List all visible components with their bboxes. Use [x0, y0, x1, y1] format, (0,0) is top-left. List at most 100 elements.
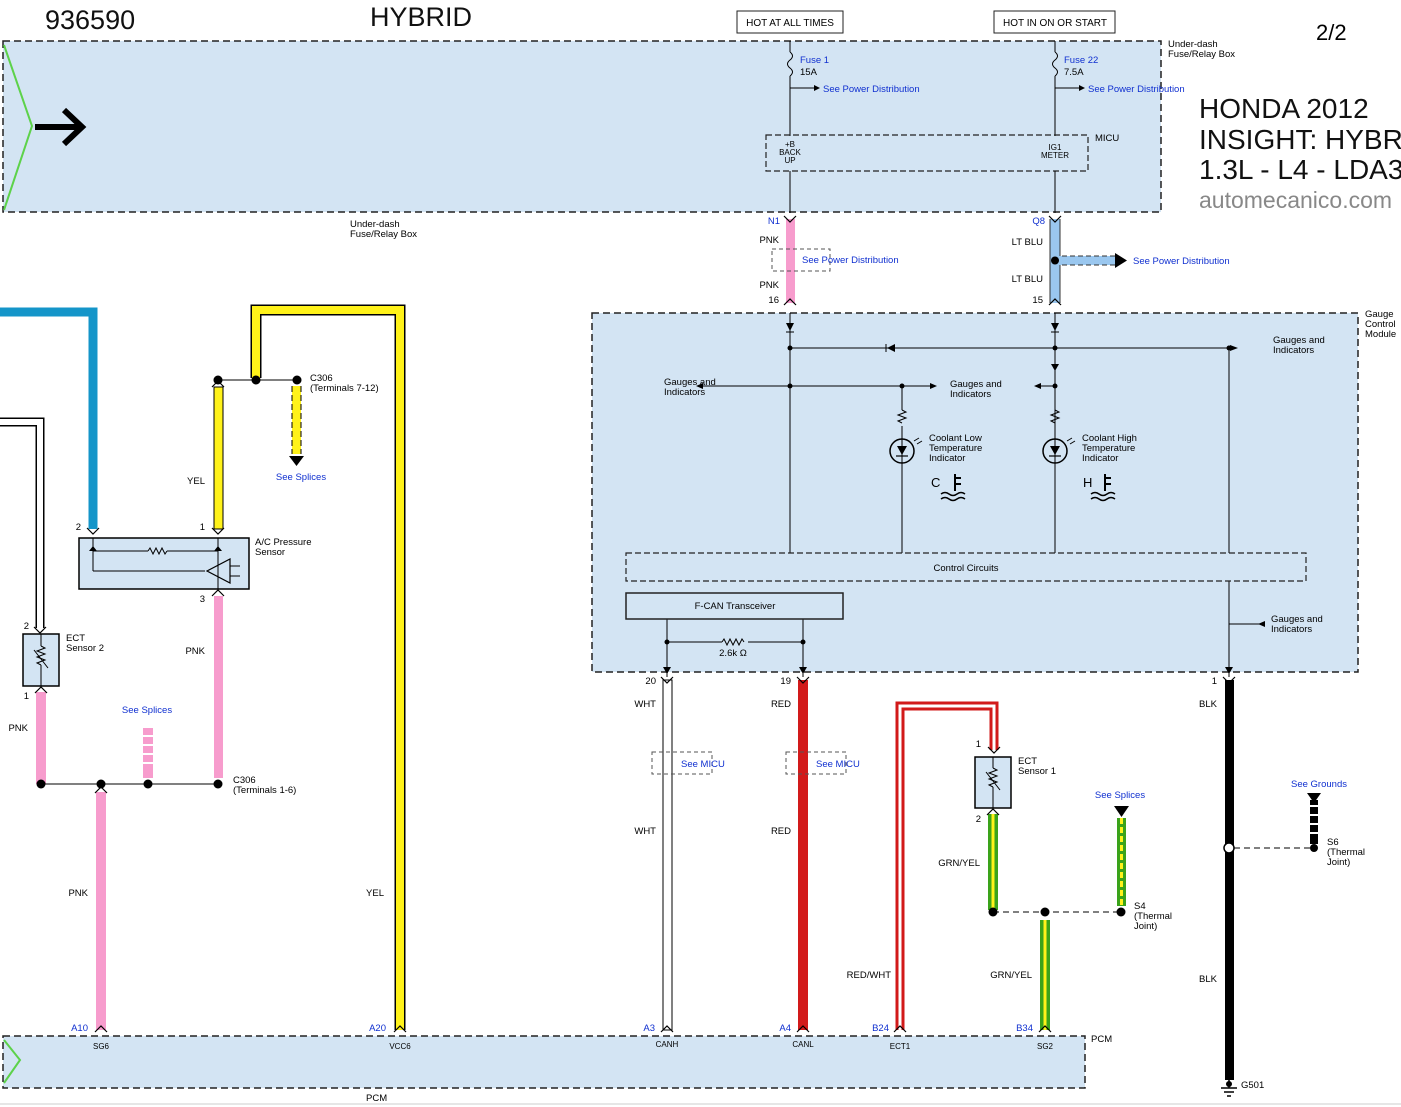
- see-power-distribution-link-3[interactable]: See Power Distribution: [802, 255, 899, 266]
- fuse-1: [787, 41, 793, 136]
- brand-line-2: INSIGHT: HYBRID: [1199, 124, 1401, 155]
- see-grounds-link[interactable]: See Grounds: [1291, 779, 1347, 790]
- wire-label-pnk-sg6: PNK: [68, 888, 88, 899]
- s6-splice-point: [1223, 842, 1235, 854]
- micu-marker-wht: [651, 751, 713, 775]
- see-splices-link-c306-bottom[interactable]: See Splices: [122, 705, 172, 716]
- wire-label-pnk-ac: PNK: [185, 646, 205, 657]
- coolant-high-label-2: Temperature: [1082, 443, 1135, 454]
- micu-box: [765, 134, 1089, 172]
- ect1-pin-2: 2: [976, 814, 981, 825]
- wire-label-wht-2: WHT: [634, 826, 656, 837]
- wire-label-blk-2: BLK: [1199, 974, 1218, 985]
- fusebox-label-bottom-2: Fuse/Relay Box: [350, 229, 417, 240]
- ltblu-power-branch[interactable]: See Power Distribution: [1051, 253, 1230, 268]
- fusebox-label-right-1: Under-dash: [1168, 39, 1218, 50]
- control-circuits-label: Control Circuits: [934, 563, 999, 574]
- pin-q8: Q8: [1032, 216, 1045, 227]
- pcm-label: PCM: [1091, 1034, 1112, 1045]
- ac-pin-1: 1: [200, 522, 205, 533]
- c306-bottom-splices-link-wire[interactable]: [143, 728, 153, 778]
- hot-on-start-box: [993, 10, 1116, 34]
- ect1-label-2: Sensor 1: [1018, 766, 1056, 777]
- pin-1-gcm: 1: [1212, 676, 1217, 687]
- wire-label-pnk-1: PNK: [759, 235, 779, 246]
- pin-19: 19: [780, 676, 791, 687]
- ect-sensor-1: [974, 756, 1012, 809]
- s4-label-3: Joint): [1134, 921, 1157, 932]
- gauge-control-module: [591, 312, 1359, 673]
- see-power-distribution-link-1[interactable]: See Power Distribution: [823, 84, 920, 95]
- c306-top-label-1: C306: [310, 373, 333, 384]
- see-power-distribution-link-4[interactable]: See Power Distribution: [1133, 256, 1230, 267]
- fuse22-power-link[interactable]: See Power Distribution: [1055, 84, 1185, 95]
- coolant-low-label-3: Indicator: [929, 453, 965, 464]
- micu-backup-3: UP: [784, 156, 795, 165]
- brand-line-1: HONDA 2012: [1199, 93, 1369, 124]
- coolant-temp-high-icon: [1090, 474, 1116, 502]
- coolant-high-label-3: Indicator: [1082, 453, 1118, 464]
- gauges-label-bottom-1: Gauges and: [1271, 614, 1323, 625]
- pin-a20: A20: [369, 1023, 386, 1034]
- see-splices-link-s4[interactable]: See Splices: [1095, 790, 1145, 801]
- page-number: 2/2: [1316, 20, 1347, 45]
- wire-label-blk-1: BLK: [1199, 699, 1218, 710]
- gauges-label-left-1: Gauges and: [664, 377, 716, 388]
- micu-marker-red: [785, 751, 847, 775]
- gcm-label-3: Module: [1365, 329, 1396, 340]
- wire-label-red-2: RED: [771, 826, 791, 837]
- see-micu-link-2[interactable]: See MICU: [816, 759, 860, 770]
- wire-label-yel-2: YEL: [366, 888, 384, 899]
- s4-label-2: (Thermal: [1134, 911, 1172, 922]
- see-micu-link-1[interactable]: See MICU: [681, 759, 725, 770]
- wire-wht-canh: [660, 676, 674, 1033]
- coolant-high-label-1: Coolant High: [1082, 433, 1137, 444]
- coolant-h-symbol: H: [1083, 475, 1092, 490]
- pcm-pin-ect1: ECT1: [890, 1042, 911, 1051]
- can-termination-resistor: [721, 637, 745, 647]
- fusebox-label-right-2: Fuse/Relay Box: [1168, 49, 1235, 60]
- wire-label-grnyel-1: GRN/YEL: [938, 858, 980, 869]
- gauges-label-mid-1: Gauges and: [950, 379, 1002, 390]
- micu-backup-1: +B: [785, 140, 795, 149]
- fuse22-amp: 7.5A: [1064, 67, 1084, 78]
- wire-label-wht-1: WHT: [634, 699, 656, 710]
- wire-label-ltblu-2: LT BLU: [1012, 274, 1043, 285]
- wire-pnk-ect2: [34, 686, 48, 784]
- coolant-low-indicator-lamp: [889, 409, 923, 553]
- c306-top-label-2: (Terminals 7-12): [310, 383, 379, 394]
- continue-arrow-icon[interactable]: [35, 107, 87, 147]
- pin-20: 20: [645, 676, 656, 687]
- c306-bottom-label-1: C306: [233, 775, 256, 786]
- system-title: HYBRID: [370, 2, 472, 32]
- wire-pnk-n1: [786, 219, 795, 303]
- wire-blk-ground: [1222, 676, 1236, 1080]
- fuse22-name: Fuse 22: [1064, 55, 1098, 66]
- micu-ig1-1: IG1: [1049, 143, 1062, 152]
- s6-label-3: Joint): [1327, 857, 1350, 868]
- gauges-label-right-2: Indicators: [1273, 345, 1314, 356]
- fuse1-power-link[interactable]: See Power Distribution: [790, 84, 920, 95]
- c306-top-splices-link-wire[interactable]: [289, 386, 304, 466]
- ect1-pin-1: 1: [976, 739, 981, 750]
- gauges-label-mid-2: Indicators: [950, 389, 991, 400]
- fuse1-name: Fuse 1: [800, 55, 829, 66]
- gauges-label-left-2: Indicators: [664, 387, 705, 398]
- see-power-distribution-link-2[interactable]: See Power Distribution: [1088, 84, 1185, 95]
- wire-pnk-ac-sensor: [211, 589, 225, 778]
- wire-label-grnyel-2: GRN/YEL: [990, 970, 1032, 981]
- pin-b24: B24: [872, 1023, 889, 1034]
- s6-grounds-link-wire[interactable]: [1307, 793, 1321, 844]
- g501-label: G501: [1241, 1080, 1264, 1091]
- wire-grnyel-sg2: [1038, 920, 1052, 1033]
- pcm-pin-sg6: SG6: [93, 1042, 110, 1051]
- ac-pressure-sensor: [78, 537, 250, 590]
- pcm-pin-canl: CANL: [792, 1040, 814, 1049]
- wire-label-redwht: RED/WHT: [847, 970, 892, 981]
- s4-splices-link-wire[interactable]: [1114, 806, 1129, 906]
- pin-n1: N1: [768, 216, 780, 227]
- micu-label: MICU: [1095, 133, 1119, 144]
- wire-white-ect2: [0, 417, 47, 634]
- see-splices-link-c306[interactable]: See Splices: [276, 472, 326, 483]
